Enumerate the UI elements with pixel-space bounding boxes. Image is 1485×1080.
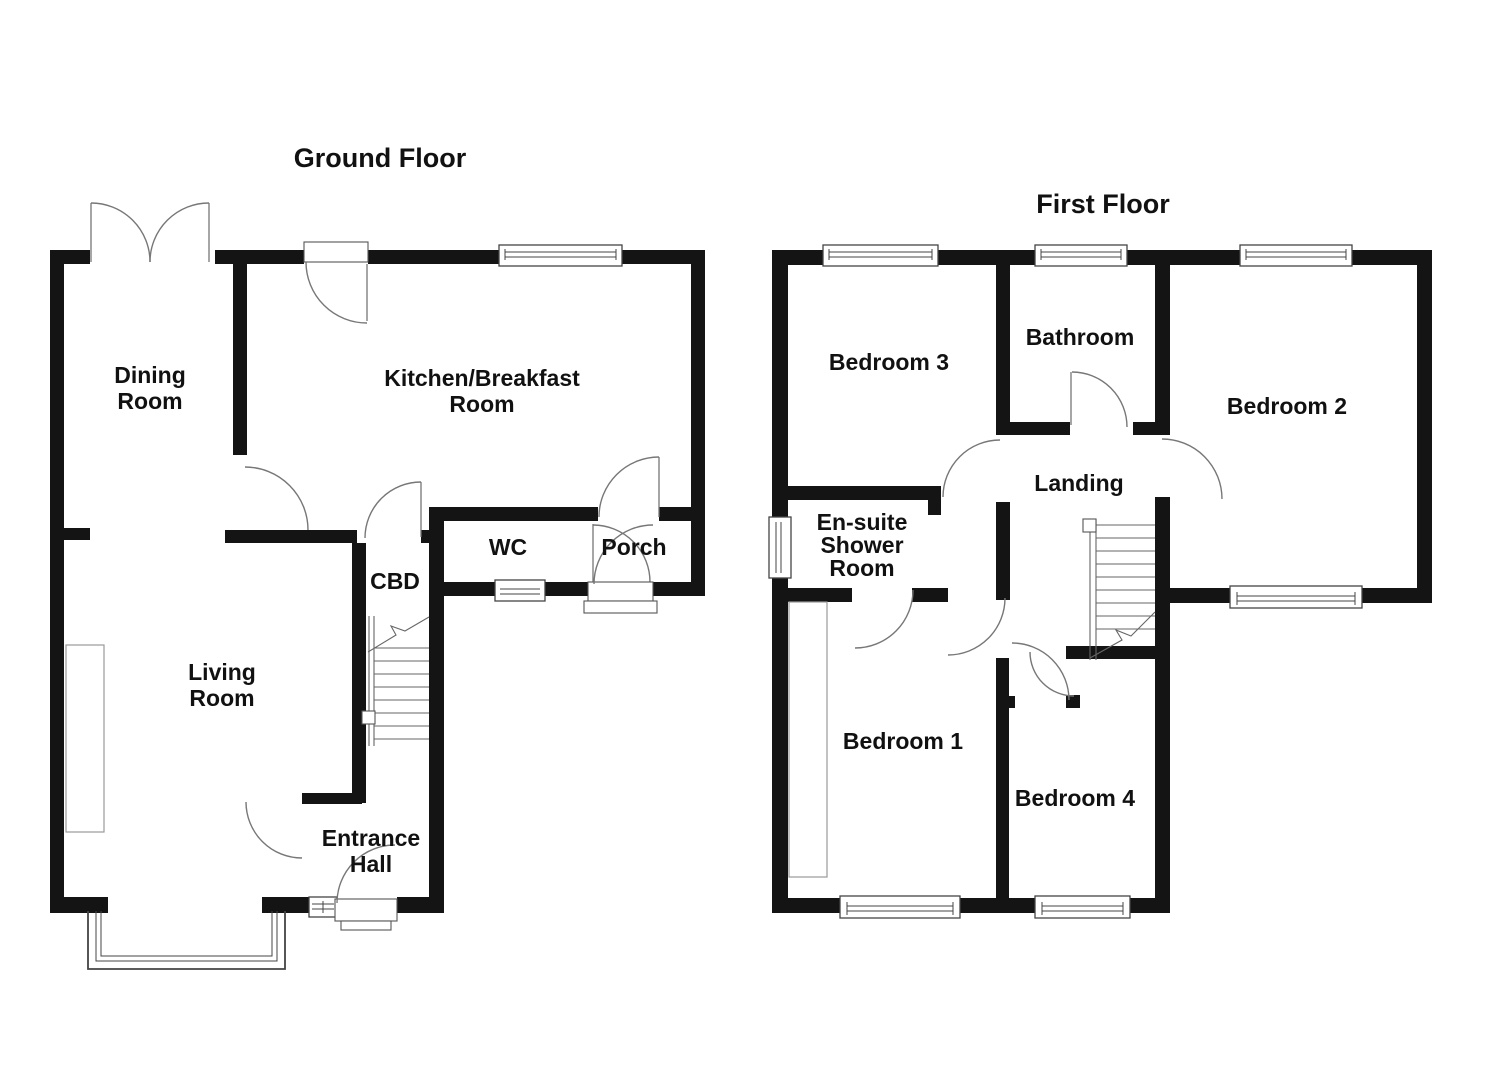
first-floor-title: First Floor (1036, 189, 1170, 219)
room-label-cbd: CBD (370, 568, 420, 594)
room-label-entrance-1: Entrance (322, 825, 420, 851)
room-label-dining-1: Dining (114, 362, 186, 388)
room-label-bedroom3: Bedroom 3 (829, 349, 949, 375)
door-porch-kitchen (598, 456, 660, 518)
room-label-wc: WC (489, 534, 527, 560)
door-bedroom2 (1161, 438, 1223, 500)
door-bathroom (1070, 371, 1128, 428)
window-bedroom4-bottom (1034, 895, 1131, 919)
door-porch-front (583, 524, 658, 614)
room-label-entrance-2: Hall (350, 851, 392, 877)
door-living-hall (245, 801, 303, 859)
room-label-dining-2: Room (117, 388, 182, 414)
room-label-living-1: Living (188, 659, 256, 685)
door-bedroom1 (947, 597, 1006, 656)
door-front-entrance (334, 844, 398, 931)
labels-first: First Floor Bedroom 3 Bathroom Bedroom 2… (817, 189, 1347, 811)
door-dining-kitchen (244, 466, 309, 531)
door-bedroom3 (942, 439, 1001, 498)
room-label-ensuite-2: Shower (820, 532, 903, 558)
stair-newel-first (1082, 518, 1097, 533)
room-label-bedroom1: Bedroom 1 (843, 728, 963, 754)
labels-ground: Ground Floor Dining Room Kitchen/Breakfa… (114, 143, 666, 877)
door-bedroom4 (1011, 642, 1075, 701)
door-wc (592, 524, 651, 583)
ground-floor: Ground Floor Dining Room Kitchen/Breakfa… (50, 143, 705, 970)
window-wc (494, 579, 546, 602)
room-label-landing: Landing (1034, 470, 1123, 496)
window-bedroom1-bottom (839, 895, 961, 919)
bay-window (87, 911, 286, 970)
door-kitchen-top (303, 241, 369, 324)
room-label-porch: Porch (601, 534, 666, 560)
window-kitchen-top (498, 244, 623, 267)
window-bedroom3-top (822, 244, 939, 267)
room-label-bathroom: Bathroom (1026, 324, 1135, 350)
room-label-kitchen-2: Room (449, 391, 514, 417)
staircase-first (1082, 518, 1156, 660)
room-label-kitchen-1: Kitchen/Breakfast (384, 365, 580, 391)
living-room-furniture (65, 644, 105, 833)
window-ensuite-side (768, 516, 792, 579)
door-cbd (364, 481, 422, 539)
room-label-ensuite-1: En-suite (817, 509, 908, 535)
room-label-ensuite-3: Room (829, 555, 894, 581)
french-doors-dining (90, 202, 210, 263)
staircase-ground (361, 616, 430, 746)
room-label-bedroom2: Bedroom 2 (1227, 393, 1347, 419)
window-hall-small (308, 896, 338, 918)
room-label-living-2: Room (189, 685, 254, 711)
bedroom1-wardrobe (788, 601, 828, 878)
room-label-bedroom4: Bedroom 4 (1015, 785, 1135, 811)
window-bedroom2-bottom (1229, 585, 1363, 609)
ground-floor-title: Ground Floor (294, 143, 467, 173)
first-floor: First Floor Bedroom 3 Bathroom Bedroom 2… (768, 189, 1432, 919)
window-bathroom-top (1034, 244, 1128, 267)
stair-newel-ground (361, 710, 376, 725)
door-ensuite (854, 589, 914, 649)
window-bedroom2-top (1239, 244, 1353, 267)
